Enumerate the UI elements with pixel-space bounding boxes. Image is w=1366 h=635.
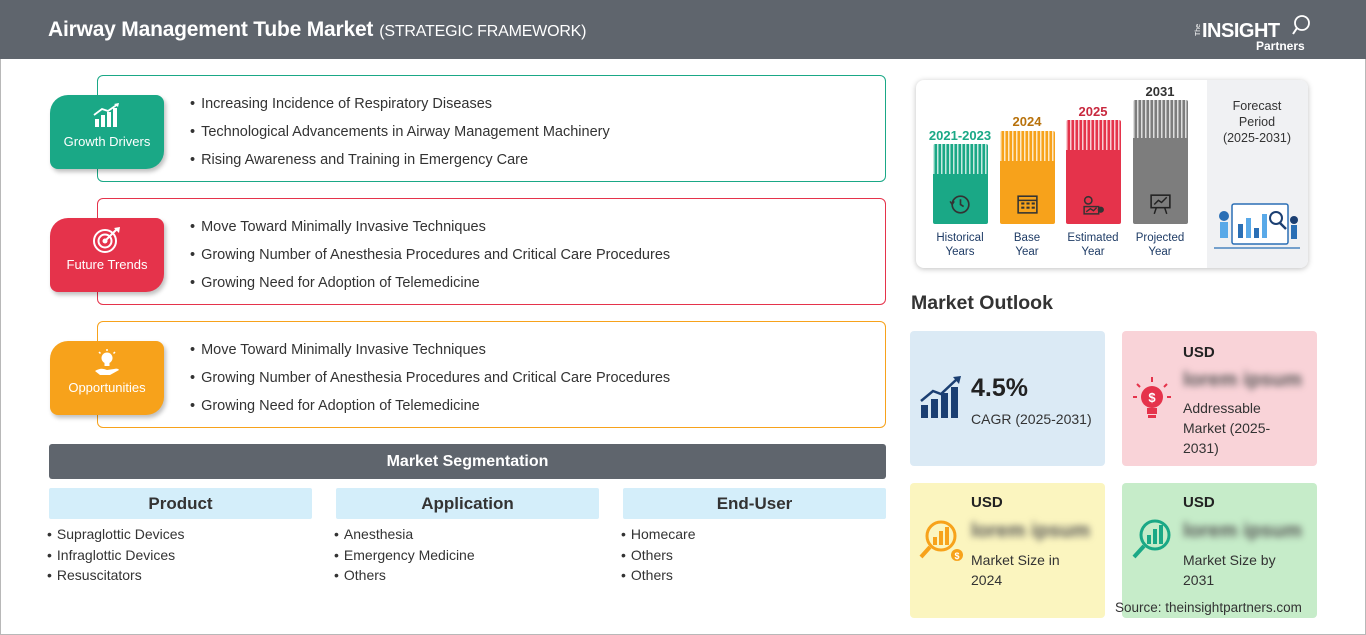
page-title: Airway Management Tube Market (STRATEGIC … — [48, 18, 586, 42]
addressable-market-card: $ USD lorem ipsum Addressable Market (20… — [1122, 331, 1317, 466]
svg-text:The: The — [1195, 24, 1202, 36]
list-item: Technological Advancements in Airway Man… — [190, 122, 610, 150]
segment-heading-end-user: End-User — [623, 488, 886, 519]
chart-magnifier-icon — [1132, 519, 1171, 559]
future-trends-badge: Future Trends — [50, 218, 164, 292]
segment-heading-application: Application — [336, 488, 599, 519]
cagr-label: CAGR (2025-2031) — [971, 411, 1092, 427]
list-item: Homecare — [621, 525, 696, 546]
target-icon — [93, 227, 120, 253]
cagr-card: 4.5% CAGR (2025-2031) — [910, 331, 1105, 466]
addressable-label: Addressable Market (2025-2031) — [1183, 400, 1271, 456]
list-item: Move Toward Minimally Invasive Technique… — [190, 340, 670, 368]
market-size-2024-card: $ USD lorem ipsum Market Size in 2024 — [910, 483, 1105, 618]
presentation-board-icon — [1150, 194, 1171, 215]
calendar-icon — [1017, 195, 1038, 214]
bar-base — [1000, 131, 1055, 224]
svg-text:INSIGHT: INSIGHT — [1202, 20, 1280, 42]
history-clock-icon — [949, 195, 970, 214]
size2031-usd: USD — [1183, 494, 1215, 511]
list-item: Infraglottic Devices — [47, 546, 185, 567]
end-user-list: Homecare Others Others — [621, 525, 696, 587]
list-item: Move Toward Minimally Invasive Technique… — [190, 217, 670, 245]
money-magnifier-icon: $ — [919, 520, 963, 561]
list-item: Growing Number of Anesthesia Procedures … — [190, 245, 670, 273]
bar-growth-icon — [93, 103, 119, 127]
opportunities-badge: Opportunities — [50, 341, 164, 415]
forecast-analytics-illustration — [1214, 203, 1300, 249]
list-item: Growing Need for Adoption of Telemedicin… — [190, 396, 670, 424]
list-item: Others — [334, 566, 475, 587]
forecast-period-label: Forecast Period (2025-2031) — [1222, 99, 1292, 145]
growth-drivers-list: Increasing Incidence of Respiratory Dise… — [190, 94, 610, 178]
growth-drivers-badge: Growth Drivers — [50, 95, 164, 169]
svg-text:Partners: Partners — [1256, 39, 1305, 53]
growth-drivers-box: Increasing Incidence of Respiratory Dise… — [97, 75, 886, 182]
cagr-value: 4.5% — [971, 374, 1028, 402]
insight-partners-logo: The INSIGHT Partners — [1195, 15, 1310, 53]
future-trends-box: Move Toward Minimally Invasive Technique… — [97, 198, 886, 305]
lightbulb-hand-icon — [95, 349, 119, 375]
year-estimated: 2025 — [1078, 104, 1108, 119]
size2031-label: Market Size by 2031 — [1183, 552, 1276, 588]
year-projected: 2031 — [1145, 84, 1175, 99]
list-item: Growing Need for Adoption of Telemedicin… — [190, 273, 670, 301]
growth-chart-icon — [920, 376, 961, 418]
svg-text:$: $ — [1148, 390, 1156, 405]
list-item: Supraglottic Devices — [47, 525, 185, 546]
gears-chart-icon — [1083, 195, 1104, 215]
list-item: Emergency Medicine — [334, 546, 475, 567]
size2024-value-blurred: lorem ipsum — [971, 520, 1090, 542]
future-trends-list: Move Toward Minimally Invasive Technique… — [190, 217, 670, 301]
header-bar: Airway Management Tube Market (STRATEGIC … — [0, 0, 1366, 59]
list-item: Others — [621, 566, 696, 587]
product-list: Supraglottic Devices Infraglottic Device… — [47, 525, 185, 587]
market-outlook-title: Market Outlook — [911, 292, 1053, 314]
segment-heading-product: Product — [49, 488, 312, 519]
list-item: Anesthesia — [334, 525, 475, 546]
size2024-usd: USD — [971, 494, 1003, 511]
list-item: Increasing Incidence of Respiratory Dise… — [190, 94, 610, 122]
list-item: Resuscitators — [47, 566, 185, 587]
bar-historical — [933, 144, 988, 224]
market-size-2031-card: USD lorem ipsum Market Size by 2031 — [1122, 483, 1317, 618]
money-bulb-icon: $ — [1133, 377, 1171, 418]
segmentation-title: Market Segmentation — [49, 444, 886, 479]
list-item: Others — [621, 546, 696, 567]
badge-label: Growth Drivers — [63, 134, 151, 149]
size2031-value-blurred: lorem ipsum — [1183, 520, 1302, 542]
year-base: 2024 — [1012, 114, 1042, 129]
title-text: Airway Management Tube Market — [48, 18, 374, 41]
opportunities-box: Move Toward Minimally Invasive Technique… — [97, 321, 886, 428]
list-item: Growing Number of Anesthesia Procedures … — [190, 368, 670, 396]
size2024-label: Market Size in 2024 — [971, 552, 1060, 588]
bar-estimated — [1066, 120, 1121, 224]
opportunities-list: Move Toward Minimally Invasive Technique… — [190, 340, 670, 424]
svg-text:$: $ — [954, 551, 959, 561]
source-credit: Source: theinsightpartners.com — [1115, 600, 1302, 615]
badge-label: Opportunities — [68, 380, 146, 395]
year-historical: 2021-2023 — [928, 128, 992, 143]
addressable-value-blurred: lorem ipsum — [1183, 369, 1302, 391]
badge-label: Future Trends — [66, 257, 148, 272]
application-list: Anesthesia Emergency Medicine Others — [334, 525, 475, 587]
addressable-usd: USD — [1183, 344, 1215, 361]
title-subtitle: (STRATEGIC FRAMEWORK) — [379, 23, 587, 40]
bar-projected — [1133, 100, 1188, 224]
list-item: Rising Awareness and Training in Emergen… — [190, 150, 610, 178]
